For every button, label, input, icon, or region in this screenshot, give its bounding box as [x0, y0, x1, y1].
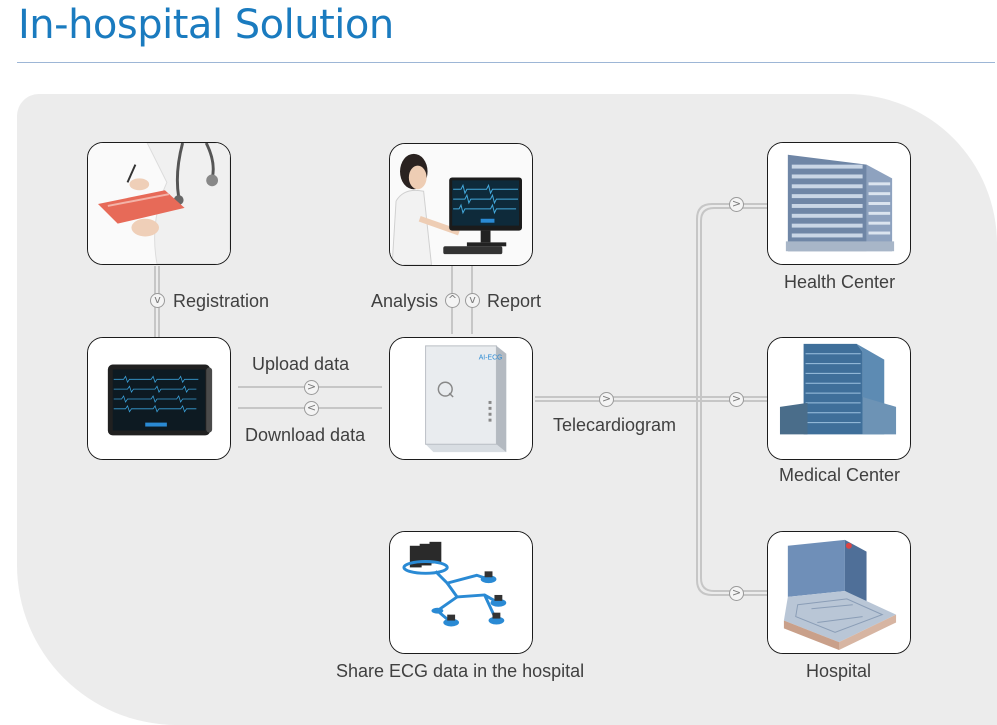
ecg-server-icon: AI-ECG — [390, 338, 532, 459]
ecg-server-card: AI-ECG — [389, 337, 533, 460]
health-center-card — [767, 142, 911, 265]
server-brand: AI-ECG — [479, 355, 503, 362]
download-left-arrow-icon: < — [304, 401, 319, 416]
telecardiogram-label: Telecardiogram — [553, 415, 677, 435]
analysis-card — [389, 143, 533, 266]
hospital-network-icon — [390, 532, 532, 653]
share-ecg-label: Share ECG data in the hospital — [336, 661, 585, 681]
hospital-right-arrow-icon: > — [729, 586, 744, 601]
ecg-tablet-icon — [88, 338, 230, 459]
medical-center-building-icon — [768, 338, 910, 459]
operator-at-ecg-monitor-icon — [390, 144, 532, 265]
medical-center-right-arrow-icon: > — [729, 392, 744, 407]
telecardiogram-right-arrow-icon: > — [599, 392, 614, 407]
analysis-label: Analysis — [371, 291, 439, 311]
health-center-label: Health Center — [784, 272, 896, 292]
registration-card — [87, 142, 231, 265]
report-down-arrow-icon: v — [465, 293, 480, 308]
report-label: Report — [487, 291, 542, 311]
upload-right-arrow-icon: > — [304, 380, 319, 395]
page-title: In-hospital Solution — [18, 2, 394, 48]
share-network-card — [389, 531, 533, 654]
analysis-up-arrow-icon: ^ — [445, 293, 460, 308]
hospital-label: Hospital — [806, 661, 872, 681]
download-data-label: Download data — [245, 425, 366, 445]
health-center-right-arrow-icon: > — [729, 197, 744, 212]
upload-data-label: Upload data — [252, 354, 350, 374]
registration-label: Registration — [173, 291, 270, 311]
doctor-with-clipboard-icon — [88, 143, 230, 264]
health-center-building-icon — [768, 143, 910, 264]
registration-down-arrow-icon: v — [150, 293, 165, 308]
medical-center-label: Medical Center — [779, 465, 901, 485]
medical-center-card — [767, 337, 911, 460]
title-divider — [17, 62, 995, 63]
ecg-tablet-card — [87, 337, 231, 460]
hospital-building-icon — [768, 532, 910, 653]
hospital-card — [767, 531, 911, 654]
